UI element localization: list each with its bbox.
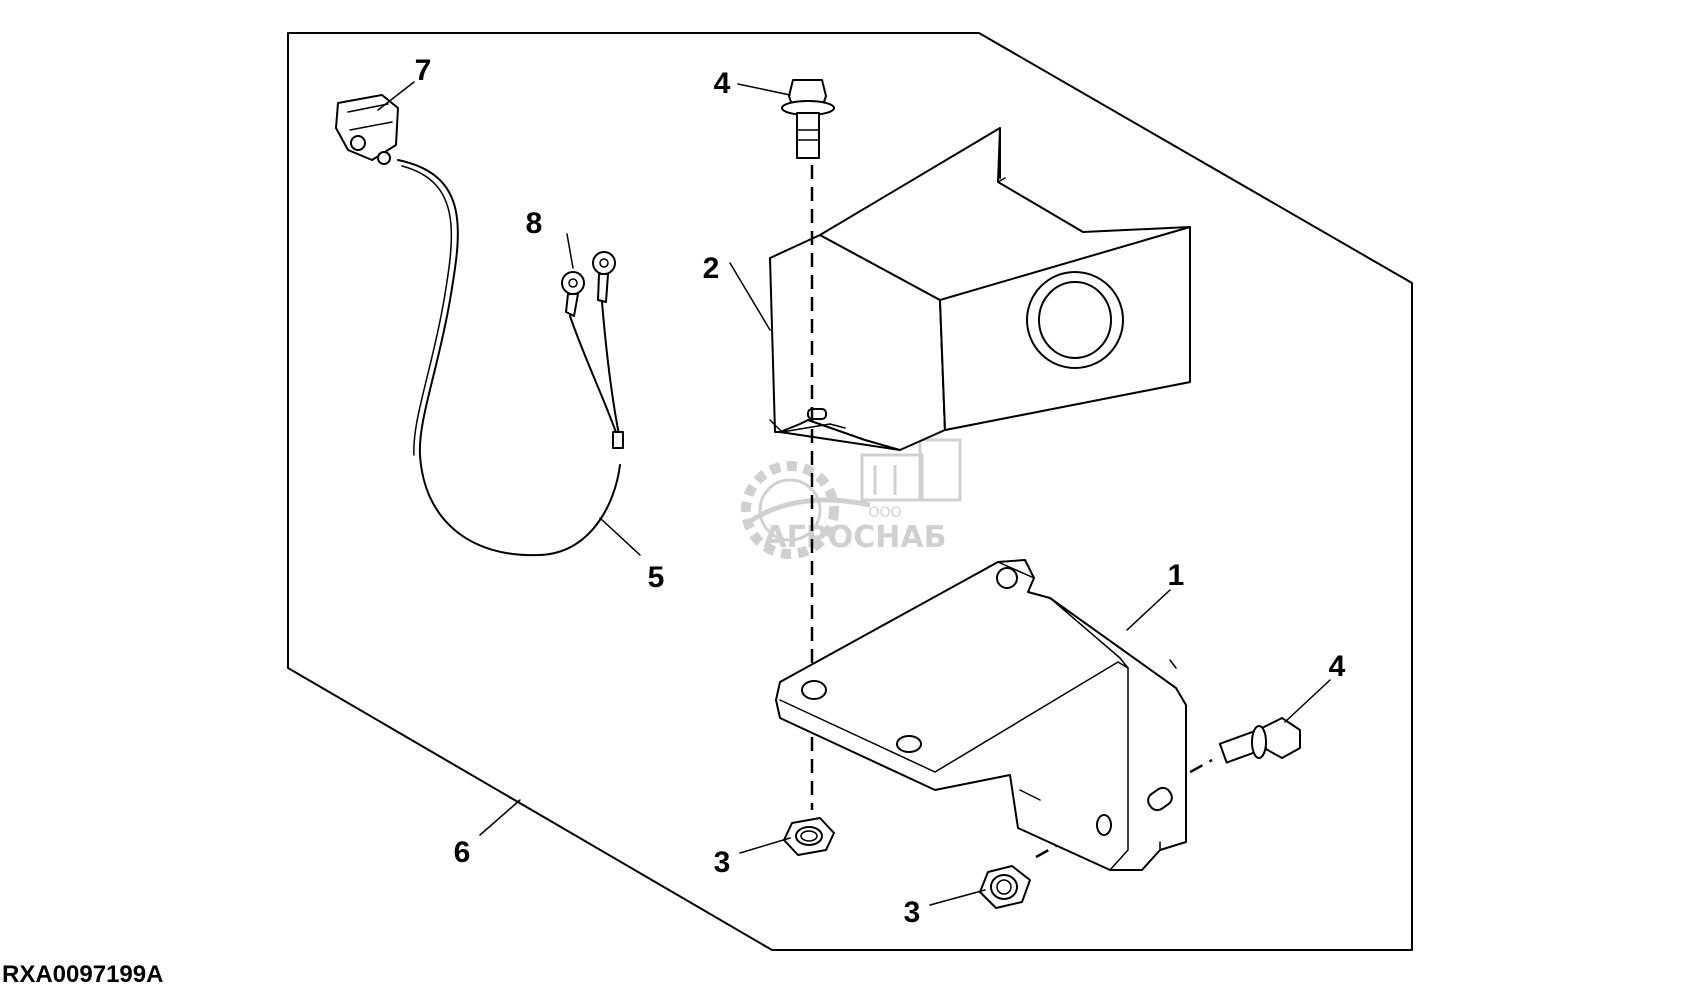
callout-3-right: 3 (904, 896, 921, 929)
callout-1: 1 (1168, 559, 1185, 592)
gear-logo-icon (741, 461, 871, 559)
part-5-wire-loop (397, 159, 621, 557)
part-8-ring-terminals (561, 251, 624, 449)
kit-boundary (287, 32, 1413, 951)
watermark-small-text: ООО (868, 505, 901, 521)
callout-7: 7 (415, 54, 432, 87)
part-2-cover (769, 127, 1191, 451)
part-7-connector (335, 94, 399, 165)
callout-5: 5 (648, 561, 665, 594)
callout-4-right: 4 (1329, 650, 1346, 683)
part-3-nut-left (783, 817, 835, 856)
leader-lines (377, 81, 1331, 906)
tractor-logo-icon (860, 438, 962, 502)
part-4-bolt-right (1218, 717, 1301, 764)
figure-reference-code: RXA0097199A (2, 961, 163, 988)
part-4-bolt-top (781, 79, 835, 159)
callout-3-left: 3 (714, 846, 731, 879)
callout-8: 8 (526, 207, 543, 240)
watermark-brand-text: АГРОСНАБ (763, 520, 946, 555)
part-1-bracket (775, 559, 1187, 871)
callout-6: 6 (454, 836, 471, 869)
part-5-wire-loop-inner (401, 165, 453, 456)
callout-4-top: 4 (714, 67, 731, 100)
callout-2: 2 (703, 252, 720, 285)
watermark: ООО АГРОСНАБ (741, 438, 962, 559)
part-3-nut-right (979, 865, 1031, 909)
